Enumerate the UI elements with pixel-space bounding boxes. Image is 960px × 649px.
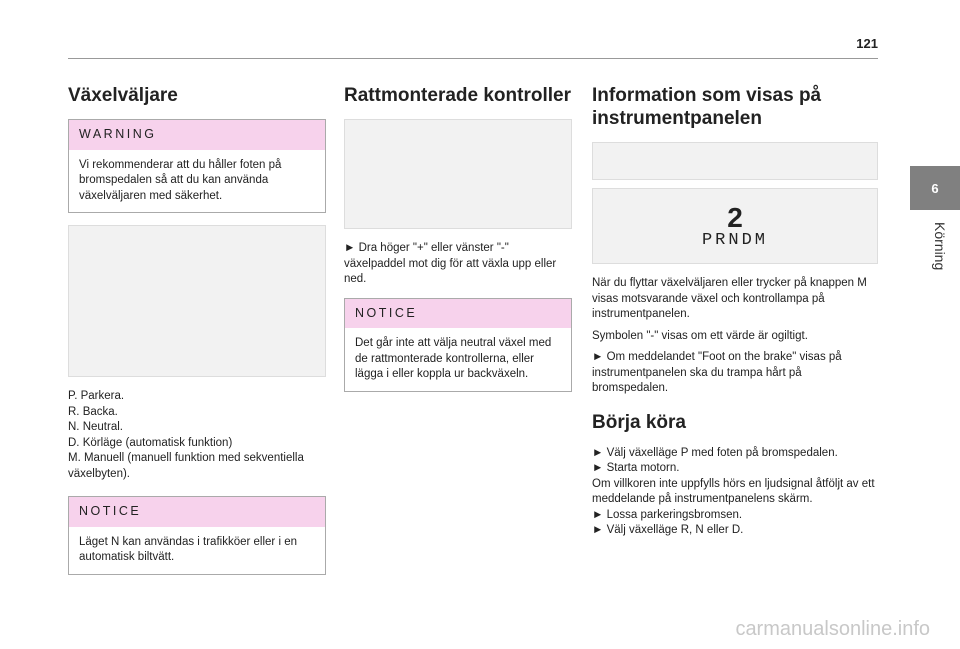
list-item: ► Välj växelläge R, N eller D.	[592, 524, 744, 536]
section-label: Körning	[932, 222, 948, 271]
notice-head: NOTICE	[69, 497, 325, 527]
paddle-text: ► Dra höger "+" eller vänster "-" växelp…	[344, 242, 557, 285]
notice-box: NOTICE Det går inte att välja neutral vä…	[344, 297, 572, 392]
button-illustration	[592, 142, 878, 180]
gear-list: P. Parkera. R. Backa. N. Neutral. D. Kör…	[68, 389, 326, 482]
gear-display-row: PRNDM	[701, 231, 768, 251]
heading-start-driving: Börja köra	[592, 411, 686, 433]
list-item: ► Lossa parkeringsbromsen.	[592, 508, 743, 521]
column-instrument-info: Information som visas på instrumentpanel…	[592, 84, 878, 539]
heading-instrument-info: Information som visas på instrumentpanel…	[592, 85, 822, 129]
warning-box: WARNING Vi rekommenderar att du håller f…	[68, 119, 326, 213]
gear-selector-illustration	[68, 225, 326, 377]
heading-paddles: Rattmonterade kontroller	[344, 85, 571, 106]
list-item: ► Starta motorn.	[592, 462, 680, 474]
list-item: ► Välj växelläge P med foten på bromsped…	[592, 446, 838, 459]
header-rule	[68, 58, 878, 59]
notice-text: Det går inte att välja neutral växel med…	[355, 337, 552, 380]
list-item: N. Neutral.	[68, 421, 123, 433]
start-list: ► Välj växelläge P med foten på bromsped…	[592, 446, 878, 539]
info-paragraph: Symbolen "-" visas om ett värde är ogilt…	[592, 329, 808, 342]
gear-display-digit: 2	[727, 202, 743, 234]
list-item: P. Parkera.	[68, 390, 125, 402]
notice-text: Läget N kan användas i trafikköer eller …	[79, 535, 297, 564]
watermark: carmanualsonline.info	[735, 618, 930, 640]
column-paddles: Rattmonterade kontroller ► Dra höger "+"…	[344, 84, 572, 404]
notice-box: NOTICE Läget N kan användas i trafikköer…	[68, 496, 326, 575]
info-paragraph: ► Om meddelandet "Foot on the brake" vis…	[592, 351, 842, 394]
list-item: Om villkoren inte uppfylls hörs en ljuds…	[592, 477, 875, 506]
gear-display: 2 PRNDM	[592, 188, 878, 264]
notice-head: NOTICE	[345, 298, 571, 328]
heading-gear-selector: Växelväljare	[68, 85, 178, 106]
steering-wheel-illustration	[344, 119, 572, 229]
info-paragraph: När du flyttar växelväljaren eller tryck…	[592, 277, 867, 320]
section-tab: 6	[910, 166, 960, 210]
page-number: 121	[856, 36, 878, 51]
warning-text: Vi rekommenderar att du håller foten på …	[79, 158, 282, 202]
warning-head: WARNING	[69, 120, 325, 150]
list-item: R. Backa.	[68, 405, 118, 418]
column-gear-selector: Växelväljare WARNING Vi rekommenderar at…	[68, 84, 326, 587]
list-item: M. Manuell (manuell funktion med sekvent…	[68, 452, 304, 480]
list-item: D. Körläge (automatisk funktion)	[68, 436, 233, 449]
